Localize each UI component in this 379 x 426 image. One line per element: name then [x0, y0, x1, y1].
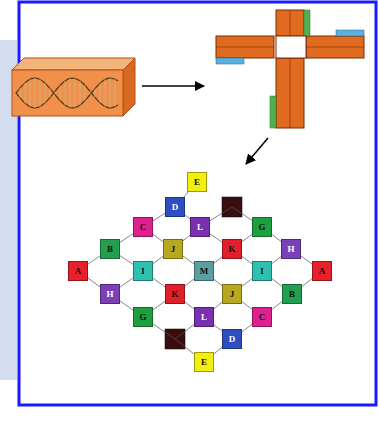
- tile-letter: E: [201, 358, 207, 367]
- lattice-tile: B: [282, 284, 302, 304]
- lattice-tile: D: [165, 197, 185, 217]
- arrow: [246, 138, 268, 164]
- dna-box: [12, 58, 135, 116]
- lattice-tile: M: [194, 261, 214, 281]
- tile-letter: L: [197, 223, 203, 232]
- lattice-tile: L: [190, 217, 210, 237]
- lattice-tile: E: [187, 172, 207, 192]
- tile-letter: A: [319, 267, 326, 276]
- tile-letter: L: [201, 313, 207, 322]
- tile-letter: D: [172, 203, 179, 212]
- lattice-tile: C: [133, 217, 153, 237]
- lattice-tile: J: [163, 239, 183, 259]
- lattice-tile: G: [133, 307, 153, 327]
- tile-letter: E: [194, 178, 200, 187]
- lattice-tile: D: [222, 329, 242, 349]
- tile-letter: A: [75, 267, 82, 276]
- lattice-tile: K: [222, 239, 242, 259]
- lattice-tile: A: [68, 261, 88, 281]
- tile-letter: I: [141, 267, 145, 276]
- lattice-tile: E: [194, 352, 214, 372]
- tile-letter: K: [171, 290, 178, 299]
- tile-letter: G: [139, 313, 146, 322]
- lattice-tile: G: [252, 217, 272, 237]
- arrow: [142, 85, 204, 87]
- tile-letter: C: [140, 223, 147, 232]
- lattice-tile: K: [165, 284, 185, 304]
- tile-letter: I: [260, 267, 264, 276]
- tile-letter: B: [289, 290, 295, 299]
- tile-letter: B: [107, 245, 113, 254]
- lattice-tile: J: [222, 284, 242, 304]
- lattice-tile: I: [252, 261, 272, 281]
- lattice-tile: H: [281, 239, 301, 259]
- junction-cross: [216, 10, 364, 128]
- tile-letter: J: [230, 290, 235, 299]
- tile-letter: G: [258, 223, 265, 232]
- tile-letter: J: [171, 245, 176, 254]
- tile-letter: M: [200, 267, 209, 276]
- lattice-tile: I: [133, 261, 153, 281]
- lattice-links: [78, 182, 322, 362]
- lattice-tile: L: [194, 307, 214, 327]
- lattice-tile: H: [100, 284, 120, 304]
- tile-letter: K: [228, 245, 235, 254]
- tile-letter: C: [259, 313, 266, 322]
- lattice-tile: A: [312, 261, 332, 281]
- tile-letter: D: [229, 335, 236, 344]
- tile-letter: H: [106, 290, 113, 299]
- lattice-tile: B: [100, 239, 120, 259]
- lattice-tile: C: [252, 307, 272, 327]
- tile-letter: H: [287, 245, 294, 254]
